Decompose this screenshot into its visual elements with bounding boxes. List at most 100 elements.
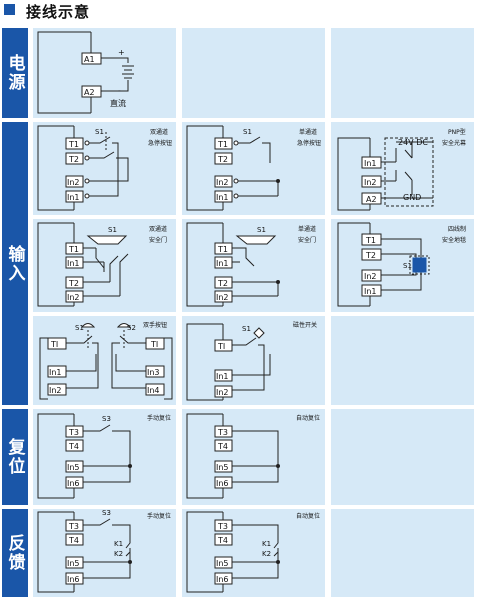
label-labels-auto_reset: 自动复位: [296, 414, 320, 422]
label-labels-dual_channel_estop-0: 双通道: [150, 128, 168, 136]
label-dc: 直流: [110, 98, 126, 108]
dual-estop-diagram: S1 T1 T2 In2 In1 双通道 急停按钮: [37, 125, 172, 211]
cell-four-wire-mat: [331, 219, 474, 312]
header-square-icon: [4, 4, 15, 15]
light-curtain-box-icon: [384, 137, 434, 207]
cell-empty: [331, 409, 474, 505]
label-terminals-t1: T1: [68, 140, 79, 149]
label-labels-manual_reset: 手动复位: [147, 512, 171, 520]
four-wire-mat-diagram: S1 T1 T2 In2 In1 四线制 安全地毯: [337, 222, 466, 307]
label-terminals-in5: In5: [216, 559, 229, 568]
label-labels-four_wire_mat-1: 安全地毯: [442, 236, 466, 244]
label-labels-dual_channel_estop-1: 急停按钮: [148, 139, 172, 147]
label-terminals-t4: T4: [68, 442, 79, 451]
battery-icon: [122, 65, 134, 79]
label-labels-gnd: GND: [403, 193, 421, 202]
label-terminals-ti: TI: [50, 340, 58, 349]
label-terminals-t4: T4: [217, 536, 228, 545]
label-labels-s1: S1: [108, 226, 117, 234]
label-labels-v24dc: 24V DC: [398, 138, 428, 147]
reset-manual-diagram: S3 T3 T4 In5 In6 手动复位: [37, 413, 171, 499]
label-terminals-t3: T3: [68, 522, 79, 531]
label-a1: A1: [84, 55, 95, 64]
label-labels-two_hand: 双手按钮: [143, 321, 167, 329]
label-terminals-ti: TI: [217, 342, 225, 351]
cell-power-dc: [33, 28, 176, 118]
label-terminals-t4: T4: [217, 442, 228, 451]
label-labels-s1: S1: [75, 324, 84, 332]
label-labels-pnp_light_curtain-0: PNP型: [448, 128, 466, 136]
label-labels-single_channel_estop-0: 单通道: [299, 128, 317, 136]
label-a2: A2: [84, 88, 95, 97]
label-labels-pnp_light_curtain-1: 安全光幕: [442, 139, 466, 147]
cell-empty: [331, 509, 474, 597]
label-terminals-t2: T2: [365, 251, 376, 260]
label-terminals-t1: T1: [68, 245, 79, 254]
label-terminals-ti: TI: [150, 340, 158, 349]
label-terminals-in2: In2: [216, 293, 229, 302]
label-terminals-in2: In2: [216, 388, 229, 397]
label-labels-single_channel_door-0: 单通道: [298, 225, 316, 233]
cell-feedback-auto: [182, 509, 325, 597]
label-terminals-in1: In1: [216, 259, 229, 268]
label-terminals-in1: In1: [364, 159, 377, 168]
label-terminals-in1: In1: [67, 259, 80, 268]
label-minus: -: [118, 86, 121, 95]
row-label-feedback: 反馈: [2, 509, 28, 597]
cell-reset-auto: [182, 409, 325, 505]
label-terminals-in1: In1: [364, 287, 377, 296]
label-labels-s3: S3: [102, 509, 111, 517]
pnp-light-curtain-diagram: 24V DC GND In1 In2 A2 PNP型 安全光幕: [337, 128, 466, 211]
label-terminals-t1: T1: [217, 140, 228, 149]
label-terminals-in3: In3: [147, 368, 160, 377]
label-labels-s1: S1: [257, 226, 266, 234]
dual-door-diagram: S1 T1 In1 T2 In2 双通道 安全门: [37, 222, 167, 307]
magnetic-switch-diagram: S1 TI In1 In2 磁性开关: [186, 321, 317, 401]
cell-reset-manual: [33, 409, 176, 505]
label-terminals-in4: In4: [147, 386, 160, 395]
label-labels-s2: S2: [127, 324, 136, 332]
label-terminals-t3: T3: [68, 428, 79, 437]
label-labels-k2: K2: [262, 550, 271, 558]
label-terminals-in1: In1: [216, 193, 229, 202]
label-terminals-t4: T4: [68, 536, 79, 545]
label-terminals-in2: In2: [67, 293, 80, 302]
feedback-manual-diagram: S3 K1 K2 T3 T4 In5 In6 手动复位: [37, 509, 171, 593]
page-title: 接线示意: [26, 3, 91, 21]
label-terminals-in2: In2: [49, 386, 62, 395]
label-terminals-t2: T2: [68, 279, 79, 288]
label-labels-auto_reset: 自动复位: [296, 512, 320, 520]
label-terminals-t2: T2: [217, 279, 228, 288]
label-terminals-t2: T2: [217, 155, 228, 164]
row-label-reset: 复位: [2, 409, 28, 505]
label-terminals-in6: In6: [67, 479, 80, 488]
row-label-power: 电源: [2, 28, 28, 118]
page-header: 接线示意: [0, 0, 484, 22]
two-hand-button-icon: [80, 323, 96, 328]
power-dc-diagram: A1 A2 + - 直流: [37, 31, 134, 114]
feedback-auto-diagram: K1 K2 T3 T4 In5 In6 自动复位: [186, 511, 320, 593]
two-hand-diagram: S1 S2 TI In1 In2 TI In3 In4 双手按钮: [39, 321, 173, 400]
label-terminals-in2: In2: [67, 178, 80, 187]
label-terminals-in2: In2: [364, 178, 377, 187]
label-labels-dual_channel_door-1: 安全门: [149, 236, 167, 244]
label-labels-dual_channel_door-0: 双通道: [149, 225, 167, 233]
cell-empty: [331, 28, 474, 118]
label-terminals-in5: In5: [67, 463, 80, 472]
label-terminals-in1: In1: [216, 372, 229, 381]
label-labels-single_channel_door-1: 安全门: [298, 236, 316, 244]
label-terminals-t2: T2: [68, 155, 79, 164]
cell-dual-estop: [33, 122, 176, 215]
label-terminals-in6: In6: [216, 479, 229, 488]
label-labels-single_channel_estop-1: 急停按钮: [297, 139, 321, 147]
label-labels-s1: S1: [242, 325, 251, 333]
label-labels-s3: S3: [102, 415, 111, 423]
label-plus: +: [118, 48, 125, 57]
label-labels-magnetic_switch: 磁性开关: [293, 321, 317, 329]
cell-empty: [182, 28, 325, 118]
label-terminals-in5: In5: [216, 463, 229, 472]
single-estop-diagram: S1 T1 T2 In2 In1 单通道 急停按钮: [186, 125, 321, 211]
magnetic-switch-icon: [253, 327, 265, 339]
label-terminals-in6: In6: [67, 575, 80, 584]
